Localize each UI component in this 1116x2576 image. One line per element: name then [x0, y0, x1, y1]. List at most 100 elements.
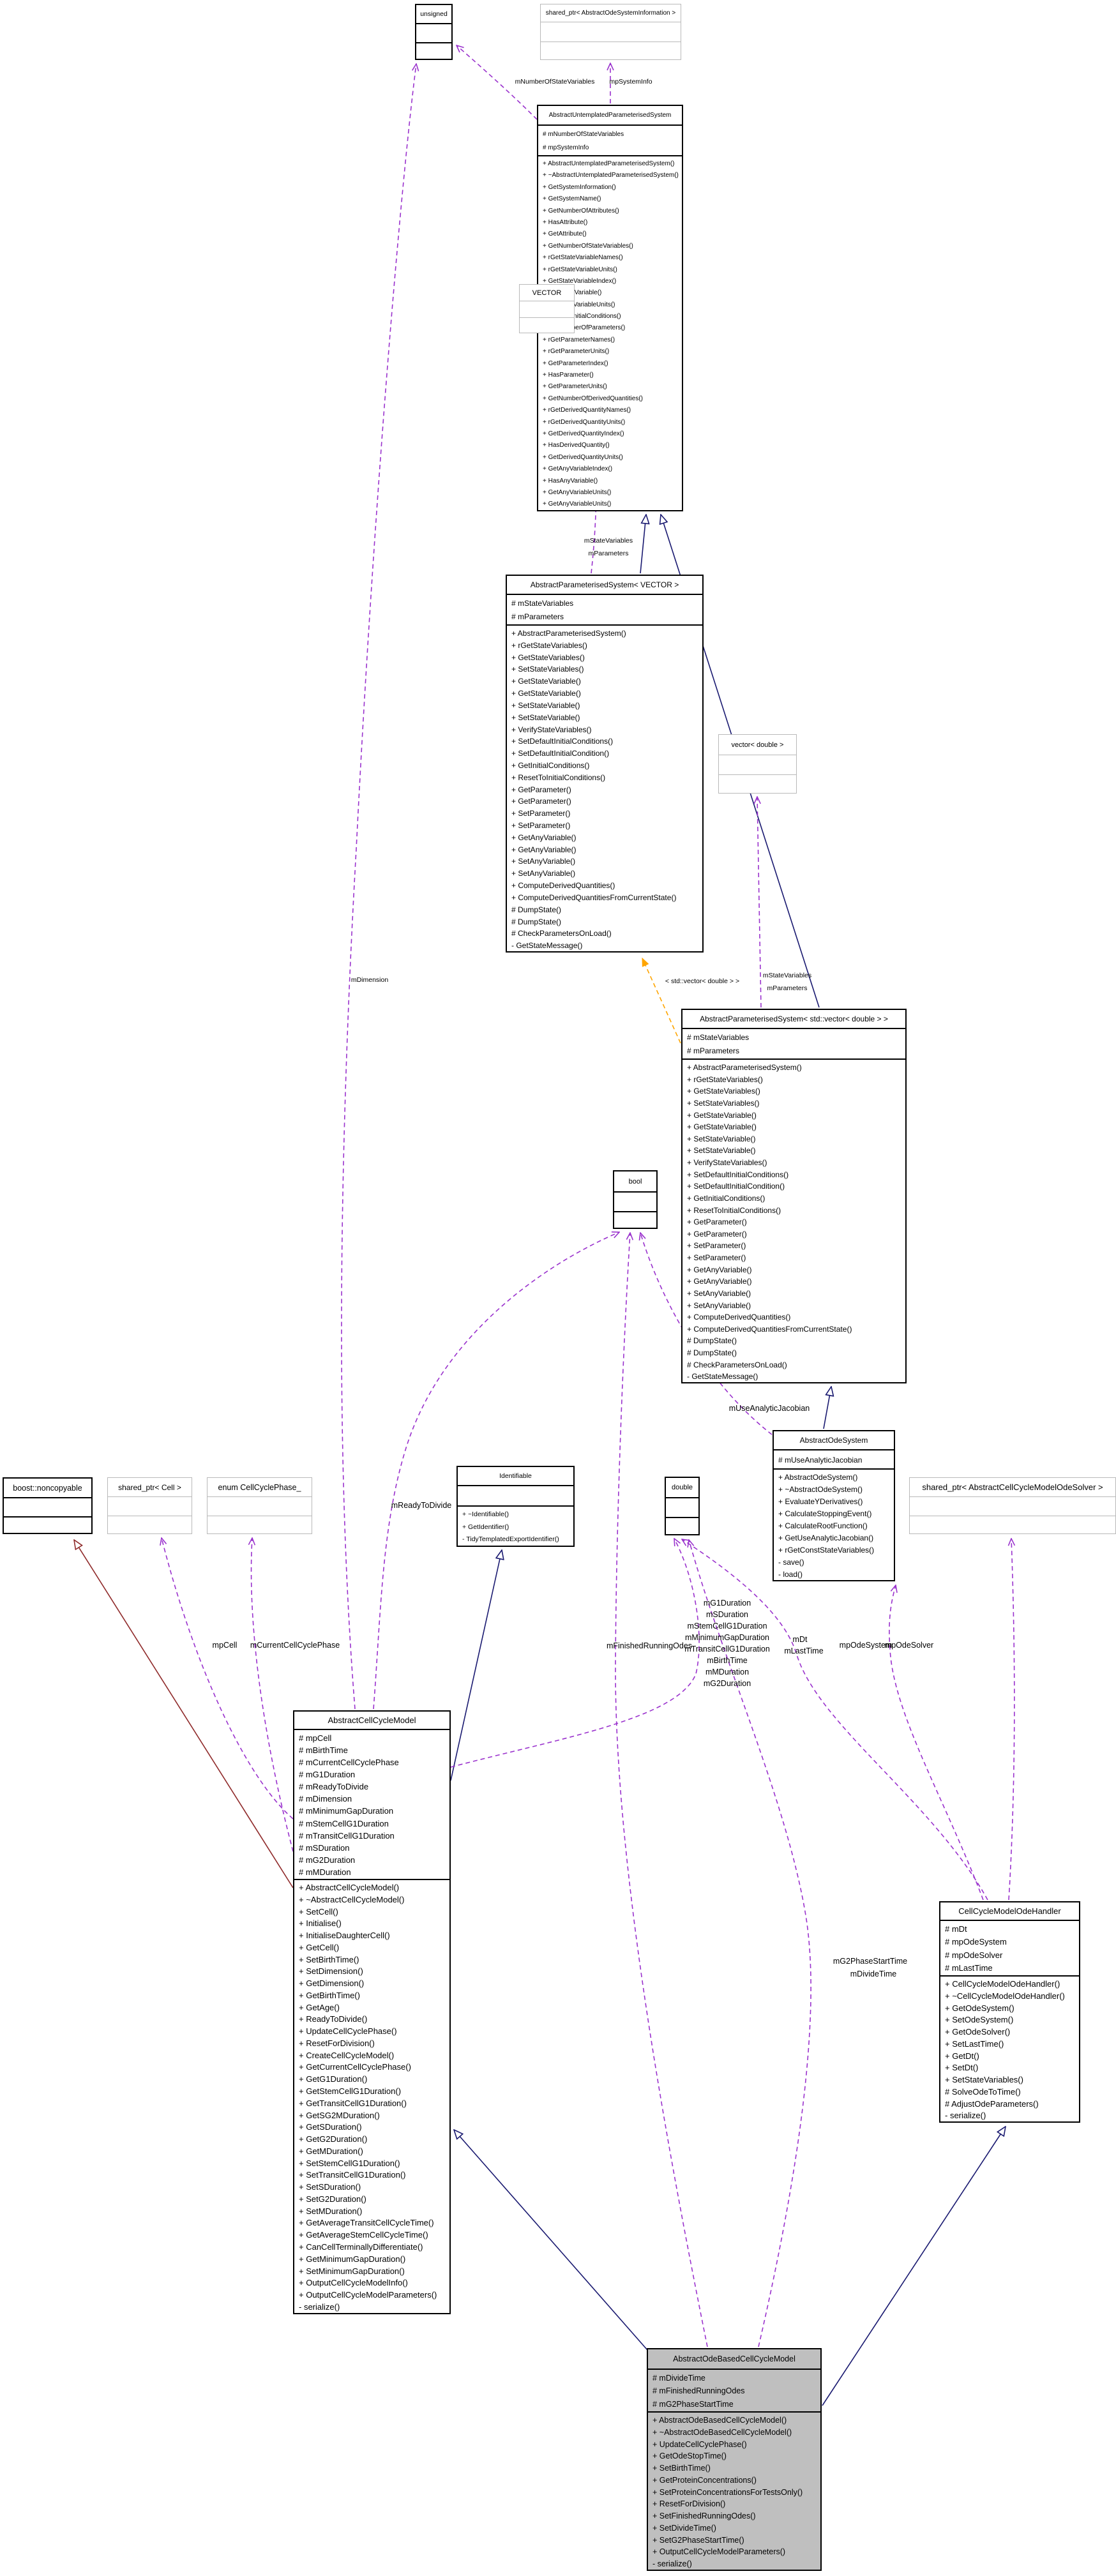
- method-line: + SetDimension(): [299, 1966, 363, 1977]
- class-box-identifiable[interactable]: Identifiable+ ~Identifiable()+ GetIdenti…: [456, 1466, 575, 1547]
- method-line: + SetDt(): [945, 2063, 979, 2073]
- field-line: # mG1Duration: [299, 1770, 356, 1780]
- method-line: # DumpState(): [687, 1348, 737, 1357]
- edge-aps-vector-template-instantiation: [642, 958, 681, 1044]
- class-title: AbstractParameterisedSystem< std::vector…: [682, 1010, 905, 1029]
- class-fields: # mNumberOfStateVariables# mpSystemInfo: [538, 126, 682, 156]
- edge-label-mpSystemInfo: mpSystemInfo: [609, 78, 652, 86]
- method-line: + ResetToInitialConditions(): [511, 772, 606, 782]
- method-line: - save(): [778, 1558, 804, 1567]
- class-fields: [910, 1497, 1115, 1516]
- method-line: + SetAnyVariable(): [687, 1288, 751, 1298]
- method-line: + GetStateVariable(): [511, 689, 581, 698]
- method-line: + ResetToInitialConditions(): [543, 313, 621, 320]
- field-line: # mStateVariables: [511, 599, 574, 608]
- field-line: # mFinishedRunningOdes: [652, 2386, 745, 2396]
- edge-label-mNumberOfStateVariables: mNumberOfStateVariables: [515, 78, 595, 86]
- class-box-bool[interactable]: bool: [613, 1170, 658, 1229]
- class-title: vector< double >: [719, 735, 796, 755]
- method-line: + GetSystemName(): [543, 195, 601, 203]
- class-title: Identifiable: [458, 1467, 573, 1486]
- method-line: + SetDefaultInitialCondition(): [511, 749, 610, 758]
- method-line: + GetDerivedQuantityUnits(): [543, 453, 623, 461]
- method-line: + GetStateVariable(): [687, 1110, 757, 1120]
- class-fields: # mpCell# mBirthTime# mCurrentCellCycleP…: [294, 1730, 449, 1880]
- class-box-abstractodebasedcellcyclemodel[interactable]: AbstractOdeBasedCellCycleModel# mDivideT…: [647, 2348, 822, 2571]
- method-line: + GetInitialConditions(): [511, 760, 590, 770]
- method-line: # DumpState(): [511, 905, 562, 914]
- class-box-abstractcellcyclemodel[interactable]: AbstractCellCycleModel# mpCell# mBirthTi…: [293, 1710, 451, 2314]
- method-line: + GetSDuration(): [299, 2122, 362, 2132]
- class-title: AbstractCellCycleModel: [294, 1712, 449, 1730]
- method-line: + AbstractOdeBasedCellCycleModel(): [652, 2416, 787, 2425]
- class-fields: [719, 755, 796, 775]
- edge-label-mpOdeSystem: mpOdeSystem: [839, 1641, 893, 1650]
- method-line: + HasAnyVariable(): [543, 477, 598, 485]
- method-line: + GetG2Duration(): [299, 2134, 368, 2144]
- class-box-vector-template[interactable]: VECTOR: [519, 284, 575, 333]
- method-line: + SetDivideTime(): [652, 2523, 716, 2533]
- method-line: + GetAnyVariableUnits(): [543, 488, 612, 496]
- class-box-shared-ptr-cell[interactable]: shared_ptr< Cell >: [107, 1477, 192, 1534]
- class-box-boost-noncopyable[interactable]: boost::noncopyable: [3, 1477, 93, 1534]
- field-line: # mCurrentCellCyclePhase: [299, 1758, 399, 1768]
- class-title: boost::noncopyable: [4, 1479, 91, 1498]
- class-box-abstractodesystem[interactable]: AbstractOdeSystem# mUseAnalyticJacobian+…: [773, 1430, 895, 1581]
- edge-accm-inherits-identifiable: [450, 1550, 502, 1781]
- edge-abstractodesystem-inherits-aps-stdvector: [823, 1387, 831, 1429]
- method-line: + GetNumberOfAttributes(): [543, 207, 619, 215]
- method-line: + GetDerivedQuantityIndex(): [543, 430, 624, 437]
- method-line: + GetParameter(): [687, 1229, 747, 1239]
- edge-aps-vector-inherits-aups: [640, 515, 646, 574]
- method-line: + SetDefaultInitialConditions(): [511, 737, 614, 746]
- class-box-abstractparameterisedsystem-vector[interactable]: AbstractParameterisedSystem< VECTOR > # m…: [506, 575, 704, 953]
- class-title: AbstractUntemplatedParameterisedSystem: [538, 106, 682, 126]
- class-methods: + AbstractUntemplatedParameterisedSystem…: [538, 156, 682, 510]
- method-line: + ResetForDivision(): [299, 2038, 375, 2048]
- class-methods: [541, 42, 681, 59]
- edge-label-mG2PhaseStartTime: mG2PhaseStartTime: [833, 1957, 908, 1966]
- edge-accm-uses-unsigned: [341, 64, 416, 1710]
- method-line: + GetStateVariable(): [511, 677, 581, 686]
- method-line: + ~AbstractUntemplatedParameterisedSyste…: [543, 172, 679, 179]
- method-line: + GetAnyVariable(): [687, 1277, 752, 1286]
- method-line: + GetCurrentCellCyclePhase(): [299, 2062, 411, 2072]
- edge-label-mReadyToDivide: mReadyToDivide: [391, 1501, 452, 1510]
- method-line: + rGetDerivedQuantityNames(): [543, 407, 631, 414]
- method-line: + GetStateVariableIndex(): [543, 277, 617, 285]
- edge-ccmoh-uses-odesystem: [889, 1585, 984, 1901]
- field-line: # mTransitCellG1Duration: [299, 1830, 395, 1841]
- method-line: + GetAnyVariableIndex(): [543, 465, 613, 473]
- method-line: + GetOdeSystem(): [945, 2003, 1014, 2013]
- method-line: + CellCycleModelOdeHandler(): [945, 1979, 1060, 1989]
- class-box-cellcyclemodelodehandler[interactable]: CellCycleModelOdeHandler# mDt# mpOdeSyst…: [939, 1901, 1080, 2123]
- method-line: + rGetStateVariableUnits(): [543, 266, 617, 273]
- field-line: # mNumberOfStateVariables: [543, 131, 624, 138]
- class-title: AbstractOdeSystem: [774, 1431, 894, 1450]
- class-box-abstractparameterisedsystem-std-vector-double[interactable]: AbstractParameterisedSystem< std::vector…: [681, 1009, 907, 1383]
- class-fields: [207, 1497, 312, 1516]
- method-line: + SetStateVariables(): [687, 1098, 760, 1108]
- method-line: + SetSDuration(): [299, 2182, 361, 2192]
- class-box-vector-double[interactable]: vector< double >: [718, 734, 797, 794]
- class-box-unsigned[interactable]: unsigned: [415, 4, 453, 60]
- method-line: + GetMDuration(): [299, 2146, 363, 2156]
- class-box-shared-ptr-abstractcellcyclemodelodesolver[interactable]: shared_ptr< AbstractCellCycleModelOdeSol…: [909, 1477, 1116, 1534]
- method-line: + GetAverageTransitCellCycleTime(): [299, 2218, 434, 2228]
- field-line: # mReadyToDivide: [299, 1782, 369, 1792]
- method-line: + HasParameter(): [543, 372, 594, 379]
- method-line: + GetOdeSolver(): [945, 2027, 1011, 2037]
- method-line: + GetInitialConditions(): [687, 1193, 765, 1203]
- method-line: + GetStateVariables(): [511, 652, 585, 662]
- class-methods: [719, 775, 796, 793]
- method-line: + GetAge(): [299, 2002, 340, 2012]
- method-line: + SetBirthTime(): [652, 2464, 711, 2473]
- method-line: + VerifyStateVariables(): [687, 1158, 767, 1167]
- class-box-shared-ptr-abstractodesysteminformation[interactable]: shared_ptr< AbstractOdeSystemInformation…: [540, 4, 681, 60]
- method-line: + ~AbstractOdeBasedCellCycleModel(): [652, 2427, 792, 2437]
- class-title: AbstractParameterisedSystem< VECTOR >: [507, 576, 702, 595]
- method-line: + GetAnyVariableUnits(): [543, 501, 612, 508]
- class-box-enum-cellcyclephase[interactable]: enum CellCyclePhase_: [207, 1477, 312, 1534]
- method-line: + SetStateVariable(): [511, 700, 580, 710]
- class-box-double[interactable]: double: [665, 1477, 700, 1535]
